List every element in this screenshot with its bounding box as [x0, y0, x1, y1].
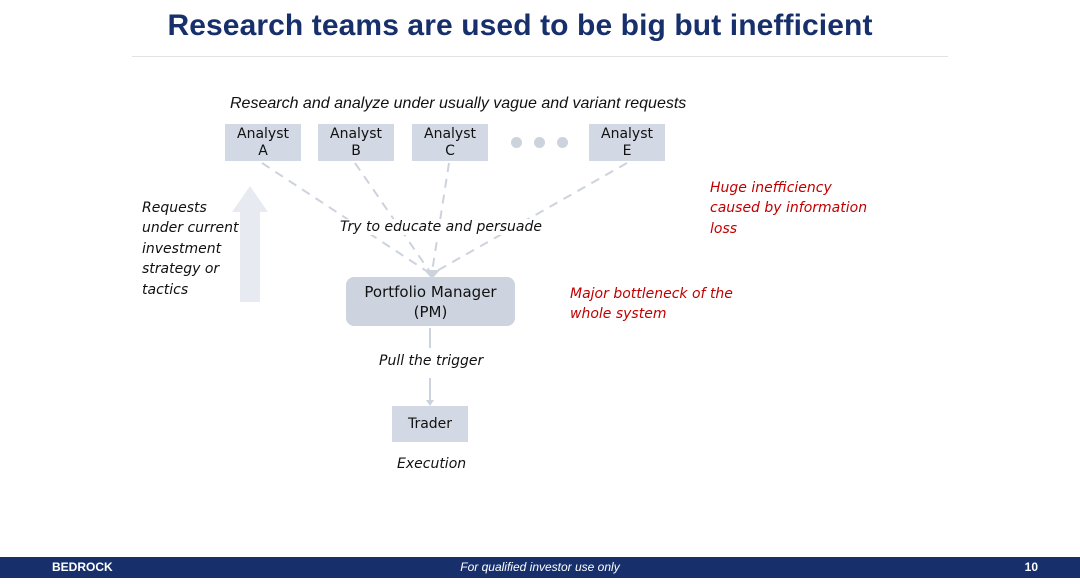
analyst-letter: E	[622, 142, 632, 159]
footer-disclaimer: For qualified investor use only	[460, 560, 620, 574]
diagram-subtitle: Research and analyze under usually vague…	[230, 95, 687, 112]
analyst-box-c: Analyst C	[412, 124, 488, 161]
ellipsis-dot	[534, 137, 545, 148]
trader-label: Trader	[407, 415, 453, 432]
bottleneck-annotation: Major bottleneck of the whole system	[570, 286, 733, 323]
page-number: 10	[1024, 560, 1038, 574]
pm-arrowhead	[424, 270, 440, 279]
analyst-letter: B	[351, 142, 361, 159]
connector-analyst-e	[434, 162, 628, 273]
analyst-label: Analyst	[237, 125, 289, 142]
trader-arrowhead	[426, 400, 434, 406]
requests-text: Requests under current investment strate…	[142, 200, 239, 298]
requests-up-arrow-icon	[232, 186, 268, 302]
analyst-letter: C	[445, 142, 455, 159]
ellipsis-dot	[557, 137, 568, 148]
title-divider	[132, 56, 948, 57]
educate-label: Try to educate and persuade	[338, 219, 544, 235]
connector-analyst-b	[354, 162, 431, 273]
analyst-label: Analyst	[330, 125, 382, 142]
footer-brand: BEDROCK	[52, 560, 113, 574]
pm-label: Portfolio Manager	[364, 282, 497, 301]
pm-abbrev: (PM)	[413, 302, 448, 321]
connector-analyst-c	[431, 162, 450, 273]
execution-label: Execution	[397, 456, 467, 472]
ellipsis-dot	[511, 137, 522, 148]
analyst-box-b: Analyst B	[318, 124, 394, 161]
connector-analyst-a	[261, 162, 429, 273]
analyst-box-e: Analyst E	[589, 124, 665, 161]
inefficiency-annotation: Huge inefficiency caused by information …	[710, 180, 868, 237]
analyst-letter: A	[258, 142, 268, 159]
slide-title: Research teams are used to be big but in…	[167, 9, 873, 42]
analyst-label: Analyst	[424, 125, 476, 142]
trader-box: Trader	[392, 406, 468, 442]
footer-bar: BEDROCK For qualified investor use only …	[0, 557, 1080, 578]
analyst-label: Analyst	[601, 125, 653, 142]
portfolio-manager-box: Portfolio Manager (PM)	[346, 277, 515, 326]
pull-trigger-label: Pull the trigger	[379, 353, 484, 369]
analyst-box-a: Analyst A	[225, 124, 301, 161]
